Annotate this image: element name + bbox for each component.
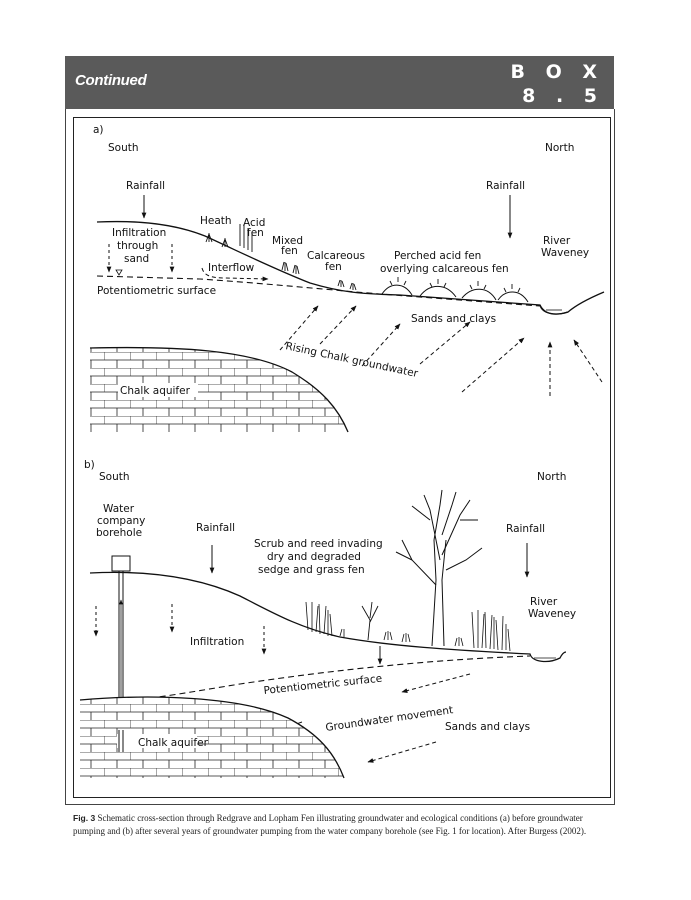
panel-b-label: b) [84,459,95,471]
box-frame [65,109,615,805]
panel-a-rainfall-left: Rainfall [126,180,165,192]
panel-a-mixed-fen-1: Mixed [272,235,303,247]
panel-b-chalk-boundary [79,696,345,779]
panel-b-potentiometric: Potentiometric surface [263,673,383,697]
panel-b-river-1: River [530,596,558,608]
panel-a-mixed-fen-2: fen [281,245,298,257]
panel-b-groundwater: Groundwater movement [325,704,454,734]
panel-a-potentiometric-line [96,275,541,307]
panel-b-chalk: Chalk aquifer [138,737,209,749]
panel-a-heath: Heath [200,215,232,227]
panel-b-scrub-1: Scrub and reed invading [254,538,383,550]
panel-b-scrub-2: dry and degraded [267,551,361,563]
panel-a-north: North [545,142,574,154]
panel-a-sands-clays: Sands and clays [411,313,496,325]
panel-b-borehole-3: borehole [96,527,142,539]
panel-a-acid-fen-1: Acid [243,217,265,229]
panel-a-river-1: River [543,235,571,247]
panel-b: b) South North Water company borehole Ra… [79,459,576,779]
panel-a-infiltration-1: Infiltration [112,227,166,239]
panel-b-sands-clays: Sands and clays [445,721,530,733]
panel-b-borehole-2: company [97,515,145,527]
panel-b-river-2: Waveney [528,608,576,620]
panel-a-perched-2: overlying calcareous fen [380,263,509,275]
panel-a-calcareous-2: fen [325,261,342,273]
header-title: Continued [75,72,147,89]
panel-a-river-2: Waveney [541,247,589,259]
tree-icon [395,489,483,647]
figure-frame [73,117,611,798]
panel-b-scrub-3: sedge and grass fen [258,564,365,576]
panel-a-rising: Rising Chalk groundwater [284,340,419,380]
box-header: Continued B O X 8 . 5 [65,56,614,109]
panel-a-label: a) [93,124,104,136]
panel-a-perched-1: Perched acid fen [394,250,481,262]
panel-a-potentiometric: Potentiometric surface [97,285,216,297]
figure-caption: Fig. 3 Schematic cross-section through R… [73,812,613,838]
panel-a-interflow: Interflow [208,262,255,274]
panel-b-borehole-1: Water [103,503,135,515]
panel-a-acid-fen-2: fen [247,227,264,239]
panel-a: a) South North Rainfall Rainfall [89,124,605,433]
panel-b-rainfall-left: Rainfall [196,522,235,534]
caption-text: Schematic cross-section through Redgrave… [73,813,587,836]
panel-a-chalk-boundary [89,346,349,433]
panel-a-infiltration-2: through [117,240,158,252]
box-word: B O X [510,61,604,83]
panel-b-north: North [537,471,566,483]
panel-b-rainfall-right: Rainfall [506,523,545,535]
panel-a-calcareous-1: Calcareous [307,250,365,262]
panel-b-infiltration: Infiltration [190,636,244,648]
panel-a-infiltration-3: sand [124,253,149,265]
panel-a-rainfall-right: Rainfall [486,180,525,192]
panel-a-south: South [108,142,139,154]
figure-number: Fig. 3 [73,813,96,823]
panel-b-ground-surface [89,571,567,663]
box-label: B O X 8 . 5 [510,60,604,108]
box-number: 8 . 5 [522,85,604,107]
borehole-head [111,555,131,572]
panel-b-south: South [99,471,130,483]
panel-a-ground-surface [96,220,605,315]
panel-a-chalk: Chalk aquifer [120,385,191,397]
